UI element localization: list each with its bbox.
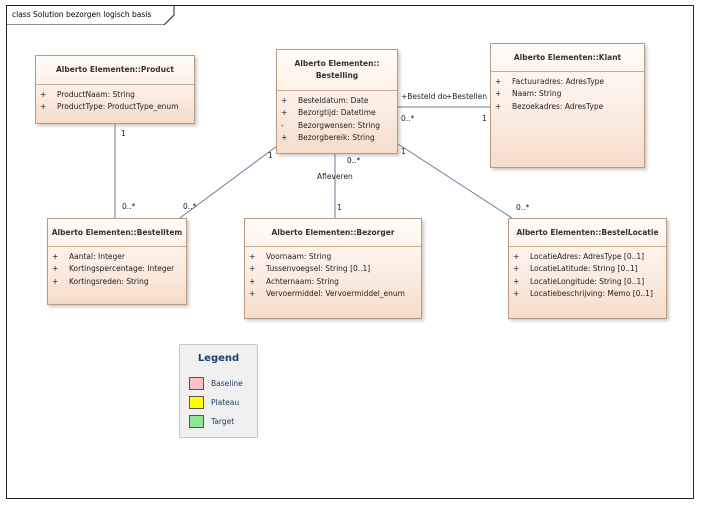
class-attribute: +Besteldatum: Date (281, 96, 369, 105)
multiplicity-label: 0..* (347, 156, 361, 165)
class-product[interactable]: Alberto Elementen::Product +ProductNaam:… (35, 55, 195, 124)
legend-item-baseline: Baseline (189, 376, 243, 390)
assoc-bestelling-bestellocatie (397, 143, 513, 219)
diagram-frame (6, 5, 694, 499)
legend-swatch (189, 414, 204, 428)
class-bezorger-name: Alberto Elementen::Bezorger (245, 219, 421, 247)
class-bestellocatie-name: Alberto Elementen::BestelLocatie (509, 219, 666, 247)
class-attribute: +Bezorgbereik: String (281, 132, 375, 142)
class-klant-name: Alberto Elementen::Klant (491, 44, 644, 72)
multiplicity-label: 0..* (516, 203, 530, 212)
class-attribute: +Naam: String (495, 89, 562, 99)
assoc-bestelling-bestelitem (179, 145, 278, 219)
class-bezorger[interactable]: Alberto Elementen::Bezorger +Voornaam: S… (244, 218, 422, 319)
class-attribute: +Tussenvoegsel: String [0..1] (249, 264, 371, 274)
legend-swatch (189, 376, 204, 390)
class-attribute: +Bezorgtijd: Datetime (281, 108, 376, 118)
legend-swatch (189, 395, 204, 409)
class-attribute: +ProductNaam: String (40, 90, 135, 99)
class-attribute: +Kortingsreden: String (52, 276, 149, 286)
multiplicity-label: 1 (401, 147, 406, 156)
multiplicity-label: 0..* (401, 114, 415, 123)
class-bestellocatie[interactable]: Alberto Elementen::BestelLocatie +Locati… (508, 218, 667, 319)
class-klant[interactable]: Alberto Elementen::Klant +Factuuradres: … (490, 43, 645, 168)
class-attribute: +Bezoekadres: AdresType (495, 101, 604, 111)
class-bestelitem-name: Alberto Elementen::Bestelitem (48, 219, 186, 247)
multiplicity-label: 1 (337, 203, 342, 212)
multiplicity-label: 1 (482, 114, 487, 123)
role-label: +Besteld do (401, 92, 448, 101)
multiplicity-label: 1 (121, 129, 126, 138)
class-product-name: Alberto Elementen::Product (36, 56, 194, 85)
class-attribute: -Bezorgwensen: String (281, 120, 381, 130)
role-label: +Bestellen (446, 92, 488, 101)
class-bestelling-name: Alberto Elementen:: Bestelling (277, 50, 397, 91)
legend-item-plateau: Plateau (189, 395, 239, 409)
class-attribute: +ProductType: ProductType_enum (40, 102, 179, 112)
legend-title: Legend (197, 353, 240, 364)
class-attribute: +Locatiebeschrijving: Memo [0..1] (513, 288, 653, 298)
frame-tab (6, 5, 175, 25)
class-attribute: +LocatieLatitude: String [0..1] (513, 264, 638, 274)
class-attribute: +Factuuradres: AdresType (495, 77, 605, 86)
legend-item-target: Target (189, 414, 234, 428)
class-bestelitem[interactable]: Alberto Elementen::Bestelitem +Aantal: I… (47, 218, 187, 305)
multiplicity-label: 0..* (183, 202, 197, 211)
class-attribute: +Voornaam: String (249, 252, 332, 261)
class-attribute: +Aantal: Integer (52, 252, 125, 261)
class-attribute: +Kortingspercentage: Integer (52, 264, 175, 274)
class-attribute: +LocatieAdres: AdresType [0..1] (513, 252, 645, 261)
class-attribute: +Achternaam: String (249, 276, 339, 286)
multiplicity-label: 0..* (122, 202, 136, 211)
class-attribute: +LocatieLongitude: String [0..1] (513, 276, 645, 286)
class-bestelling[interactable]: Alberto Elementen:: Bestelling +Bestelda… (276, 49, 398, 154)
legend: Legend Baseline Plateau Target (179, 344, 258, 438)
frame-title: class Solution bezorgen logisch basis (12, 10, 152, 19)
association-name-label: Afleveren (317, 172, 353, 181)
multiplicity-label: 1 (268, 151, 273, 160)
class-attribute: +Vervoermiddel: Vervoermiddel_enum (249, 288, 405, 298)
